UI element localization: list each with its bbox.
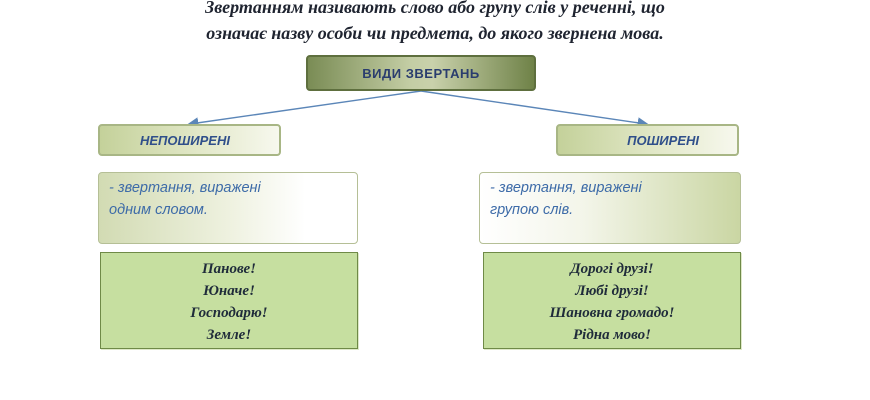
description-line: групою слів. [490, 202, 574, 218]
description-unextended: - звертання, виражені одним словом. [98, 172, 358, 244]
example-item: Юначе! [203, 283, 255, 299]
example-item: Любі друзі! [575, 283, 649, 299]
description-extended: - звертання, виражені групою слів. [479, 172, 741, 244]
description-line: - звертання, виражені [109, 180, 261, 196]
example-item: Господарю! [190, 305, 268, 321]
root-label: ВИДИ ЗВЕРТАНЬ [362, 65, 480, 81]
examples-unextended: Панове! Юначе! Господарю! Земле! [100, 252, 358, 349]
example-item: Шановна громадо! [549, 305, 675, 321]
definition-text: Звертанням називають слово або групу слі… [110, 0, 760, 46]
type-extended: ПОШИРЕНІ [556, 124, 739, 156]
example-item: Панове! [201, 261, 256, 277]
root-node: ВИДИ ЗВЕРТАНЬ [306, 55, 536, 91]
example-item: Рідна мово! [573, 327, 651, 343]
type-unextended-label: НЕПОШИРЕНІ [140, 132, 230, 148]
example-item: Земле! [206, 327, 252, 343]
description-line: - звертання, виражені [490, 180, 642, 196]
connector-right [420, 90, 649, 129]
connector-left [187, 90, 422, 129]
definition-line-1: Звертанням називають слово або групу слі… [205, 0, 665, 17]
type-extended-label: ПОШИРЕНІ [627, 132, 699, 148]
definition-line-2: означає назву особи чи предмета, до яког… [206, 23, 664, 43]
examples-extended: Дорогі друзі! Любі друзі! Шановна громад… [483, 252, 741, 349]
type-unextended: НЕПОШИРЕНІ [98, 124, 281, 156]
example-item: Дорогі друзі! [570, 261, 654, 277]
description-line: одним словом. [109, 202, 208, 218]
